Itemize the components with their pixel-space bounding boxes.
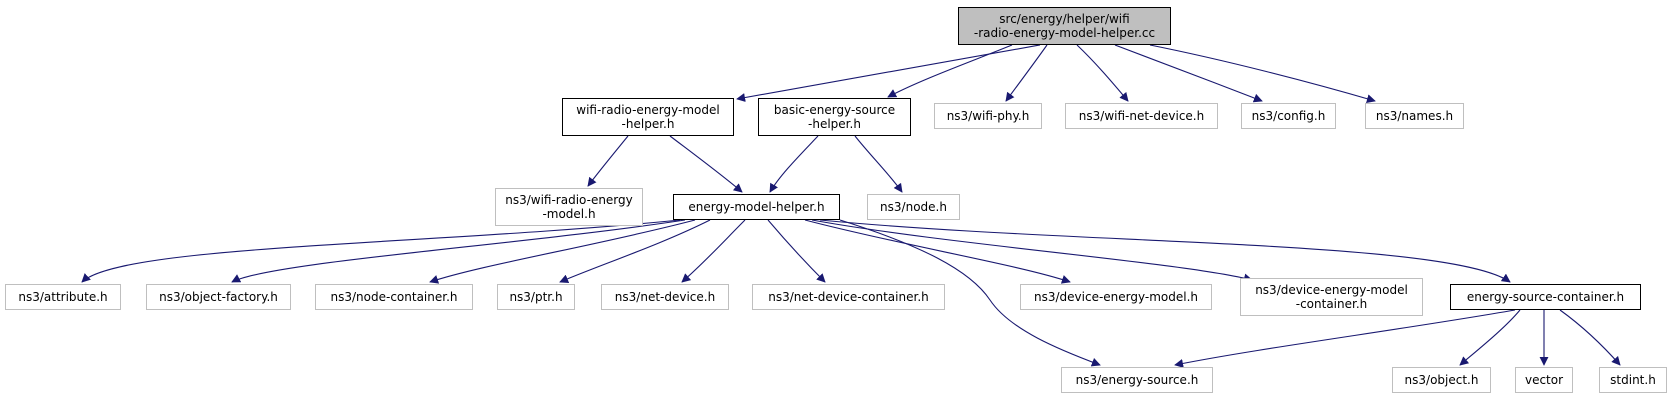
edge-energy-model-helper-to-ns3-object-factory — [231, 219, 686, 283]
ns3-attribute-node: ns3/attribute.h — [5, 284, 121, 310]
root-file-label: src/energy/helper/wifi -radio-energy-mod… — [973, 12, 1156, 40]
basic-energy-source-helper-label: basic-energy-source -helper.h — [773, 103, 896, 131]
ns3-names-node: ns3/names.h — [1365, 103, 1464, 129]
edge-basic-energy-source-helper-to-energy-model-helper — [769, 135, 819, 193]
ns3-node-container-label: ns3/node-container.h — [330, 290, 458, 304]
edge-root-to-wifi-radio-energy-model-helper — [736, 44, 1041, 102]
stdint-label: stdint.h — [1610, 373, 1656, 387]
ns3-node-container-node: ns3/node-container.h — [315, 284, 473, 310]
edge-energy-model-helper-to-ns3-net-device — [681, 219, 746, 283]
energy-source-container-label: energy-source-container.h — [1466, 290, 1625, 304]
energy-model-helper-label: energy-model-helper.h — [688, 200, 825, 214]
ns3-node-node: ns3/node.h — [867, 194, 960, 220]
ns3-config-node: ns3/config.h — [1241, 103, 1336, 129]
vector-label: vector — [1524, 373, 1564, 387]
edge-energy-model-helper-to-ns3-node-container — [429, 219, 696, 284]
edge-root-to-ns3-config — [1114, 44, 1263, 103]
ns3-names-label: ns3/names.h — [1375, 109, 1454, 123]
energy-model-helper-node[interactable]: energy-model-helper.h — [673, 194, 840, 220]
ns3-object-label: ns3/object.h — [1404, 373, 1479, 387]
ns3-device-energy-model-container-node: ns3/device-energy-model -container.h — [1240, 278, 1423, 316]
ns3-device-energy-model-node: ns3/device-energy-model.h — [1020, 284, 1212, 310]
ns3-wifi-net-device-label: ns3/wifi-net-device.h — [1078, 109, 1205, 123]
edge-energy-model-helper-to-ns3-device-energy-model — [804, 219, 1071, 284]
edge-energy-source-container-to-stdint — [1559, 309, 1621, 366]
energy-source-container-node[interactable]: energy-source-container.h — [1450, 284, 1641, 310]
ns3-object-factory-label: ns3/object-factory.h — [159, 290, 278, 304]
ns3-wifi-net-device-node: ns3/wifi-net-device.h — [1065, 103, 1218, 129]
basic-energy-source-helper-node[interactable]: basic-energy-source -helper.h — [758, 98, 911, 136]
edge-root-to-ns3-wifi-net-device — [1076, 44, 1129, 102]
ns3-object-node: ns3/object.h — [1392, 367, 1491, 393]
vector-node: vector — [1515, 367, 1573, 393]
edge-root-to-basic-energy-source-helper — [887, 44, 1013, 98]
edge-energy-source-container-to-ns3-energy-source — [1174, 309, 1516, 368]
edge-energy-source-container-to-ns3-object — [1459, 309, 1521, 366]
ns3-wifi-radio-energy-model-node: ns3/wifi-radio-energy -model.h — [495, 188, 643, 226]
ns3-wifi-radio-energy-model-label: ns3/wifi-radio-energy -model.h — [505, 193, 633, 221]
edge-energy-model-helper-to-ns3-net-device-container — [767, 219, 826, 283]
wifi-radio-energy-model-helper-label: wifi-radio-energy-model -helper.h — [576, 103, 720, 131]
ns3-wifi-phy-label: ns3/wifi-phy.h — [946, 109, 1030, 123]
ns3-device-energy-model-label: ns3/device-energy-model.h — [1034, 290, 1198, 304]
ns3-net-device-container-node: ns3/net-device-container.h — [752, 284, 945, 310]
edge-energy-model-helper-to-ns3-attribute — [81, 219, 681, 283]
ns3-energy-source-node: ns3/energy-source.h — [1061, 367, 1213, 393]
edge-energy-model-helper-to-ns3-energy-source — [839, 219, 1101, 367]
stdint-node: stdint.h — [1599, 367, 1667, 393]
root-file-node: src/energy/helper/wifi -radio-energy-mod… — [958, 7, 1171, 45]
ns3-object-factory-node: ns3/object-factory.h — [146, 284, 291, 310]
ns3-energy-source-label: ns3/energy-source.h — [1075, 373, 1199, 387]
ns3-wifi-phy-node: ns3/wifi-phy.h — [934, 103, 1042, 129]
edge-wifi-radio-energy-model-helper-to-energy-model-helper — [669, 135, 743, 193]
ns3-config-label: ns3/config.h — [1251, 109, 1326, 123]
edge-energy-model-helper-to-energy-source-container — [819, 219, 1511, 283]
ns3-attribute-label: ns3/attribute.h — [18, 290, 108, 304]
wifi-radio-energy-model-helper-node[interactable]: wifi-radio-energy-model -helper.h — [562, 98, 734, 136]
ns3-node-label: ns3/node.h — [880, 200, 947, 214]
ns3-ptr-label: ns3/ptr.h — [509, 290, 563, 304]
ns3-net-device-node: ns3/net-device.h — [601, 284, 729, 310]
edge-root-to-ns3-names — [1149, 44, 1376, 104]
edge-basic-energy-source-helper-to-ns3-node — [854, 135, 903, 193]
edge-root-to-ns3-wifi-phy — [1005, 44, 1048, 102]
ns3-ptr-node: ns3/ptr.h — [497, 284, 575, 310]
edge-energy-model-helper-to-ns3-device-energy-model-container — [811, 219, 1253, 283]
ns3-device-energy-model-container-label: ns3/device-energy-model -container.h — [1255, 283, 1408, 311]
ns3-net-device-container-label: ns3/net-device-container.h — [768, 290, 929, 304]
edge-energy-model-helper-to-ns3-ptr — [559, 219, 711, 283]
ns3-net-device-label: ns3/net-device.h — [614, 290, 716, 304]
edge-wifi-radio-energy-model-helper-to-ns3-wifi-radio-energy-model — [587, 135, 629, 187]
